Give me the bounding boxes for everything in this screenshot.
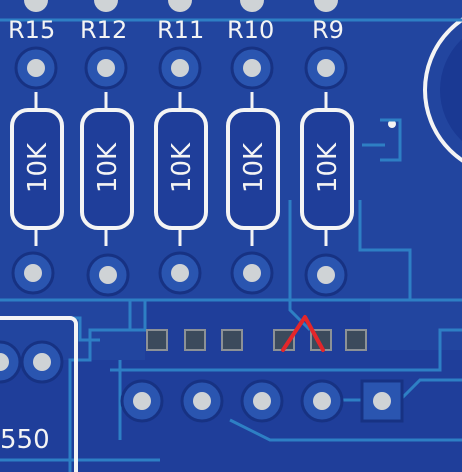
label-r12: R12 [80,16,127,44]
ic-footprint: 550 [0,316,78,472]
label-r10: R10 [227,16,274,44]
value-r10: 10K [239,142,269,193]
resistor-r12: 10K [80,46,134,297]
red-caret-mark [281,315,325,352]
resistor-r11: 10K [154,46,208,295]
label-r9: R9 [312,16,344,44]
value-r12: 10K [93,142,123,193]
label-r11: R11 [157,16,204,44]
resistor-r10: 10K [226,46,280,295]
resistor-r15: 10K [10,46,64,295]
ic-label: 550 [0,425,50,455]
value-r9: 10K [313,142,343,193]
large-round-component [388,17,462,163]
copper-traces [0,18,462,472]
resistor-r9: 10K [300,46,354,297]
top-pad-row [24,0,338,12]
value-r15: 10K [23,142,53,193]
label-r15: R15 [8,16,55,44]
value-r11: 10K [167,142,197,193]
bottom-pad-row [120,379,404,423]
resistor-labels: R15 R12 R11 R10 R9 [8,16,344,44]
